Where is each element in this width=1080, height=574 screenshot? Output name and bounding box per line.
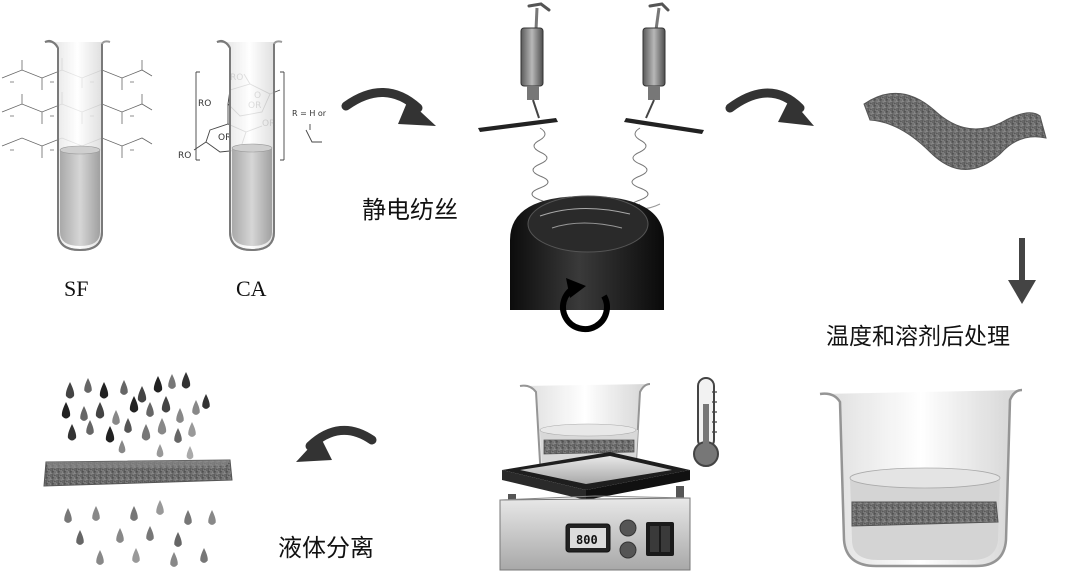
droplet xyxy=(188,422,196,437)
sf-label: SF xyxy=(64,276,88,301)
droplet xyxy=(84,378,92,393)
droplet xyxy=(161,396,171,413)
droplet xyxy=(168,374,176,389)
droplet xyxy=(200,548,208,563)
droplet xyxy=(105,426,115,443)
ca-ro-label-2: RO xyxy=(198,99,211,109)
droplet xyxy=(80,406,88,421)
droplet xyxy=(137,386,147,403)
droplet xyxy=(67,424,77,441)
lower-droplets xyxy=(64,500,216,567)
droplet xyxy=(146,402,154,417)
ca-r-substituent: R = H or xyxy=(292,109,327,118)
droplet xyxy=(156,500,164,515)
droplet xyxy=(208,510,216,525)
power-switch[interactable] xyxy=(646,522,674,556)
droplet xyxy=(157,418,167,435)
droplet xyxy=(153,376,163,393)
droplet xyxy=(202,394,210,409)
droplet xyxy=(96,550,104,565)
droplet xyxy=(132,548,140,563)
droplet xyxy=(146,526,154,541)
rotating-drum-collector xyxy=(510,195,664,310)
droplet xyxy=(118,440,126,454)
droplet xyxy=(65,382,75,399)
droplet xyxy=(124,418,132,433)
upper-droplets xyxy=(61,372,210,460)
post-treatment-beaker xyxy=(819,388,1023,568)
left-syringe xyxy=(520,2,551,119)
droplet xyxy=(86,420,94,435)
droplet xyxy=(129,396,139,413)
acetyl-group xyxy=(305,124,322,143)
droplet xyxy=(141,424,151,441)
droplet xyxy=(61,402,71,419)
droplet xyxy=(186,446,194,460)
droplet xyxy=(174,532,182,547)
droplet xyxy=(76,530,84,545)
droplet xyxy=(95,402,105,419)
nanofiber-membrane xyxy=(863,92,1047,170)
droplet xyxy=(174,428,182,443)
liquid-separation-label: 液体分离 xyxy=(278,534,374,562)
right-syringe xyxy=(642,2,670,119)
electrospinning-label: 静电纺丝 xyxy=(362,196,458,224)
ca-or-label-3: OR xyxy=(218,133,231,143)
thermometer-icon xyxy=(693,377,719,467)
temperature-display-value: 800 xyxy=(576,533,598,547)
droplet xyxy=(64,508,72,523)
curved-arrow-icon-3 xyxy=(296,425,377,462)
control-knob-top[interactable] xyxy=(619,519,637,537)
droplet xyxy=(116,528,124,543)
droplet xyxy=(99,382,109,399)
droplet xyxy=(181,372,191,389)
post-treatment-label: 温度和溶剂后处理 xyxy=(826,324,1010,350)
ca-ro-label-3: RO xyxy=(178,151,191,161)
curved-arrow-icon xyxy=(341,88,436,126)
sf-test-tube xyxy=(44,39,111,252)
droplet xyxy=(156,444,164,458)
right-collector-plate xyxy=(624,118,704,134)
rotate-arrow-icon xyxy=(559,278,610,333)
ca-test-tube xyxy=(216,39,283,252)
left-collector-plate xyxy=(478,118,558,132)
down-arrow-icon xyxy=(1008,238,1036,304)
droplet xyxy=(130,506,138,521)
control-knob-bottom[interactable] xyxy=(619,541,637,559)
droplet xyxy=(120,380,128,395)
droplet xyxy=(184,510,192,525)
ca-label: CA xyxy=(236,276,267,301)
curved-arrow-icon-2 xyxy=(725,88,814,126)
droplet xyxy=(92,506,100,521)
hotplate-stirrer xyxy=(499,452,691,571)
temperature-display xyxy=(565,523,611,553)
droplet xyxy=(192,400,200,415)
droplet xyxy=(176,408,184,423)
droplet xyxy=(170,552,178,567)
separation-membrane xyxy=(43,459,233,487)
droplet xyxy=(112,410,120,425)
